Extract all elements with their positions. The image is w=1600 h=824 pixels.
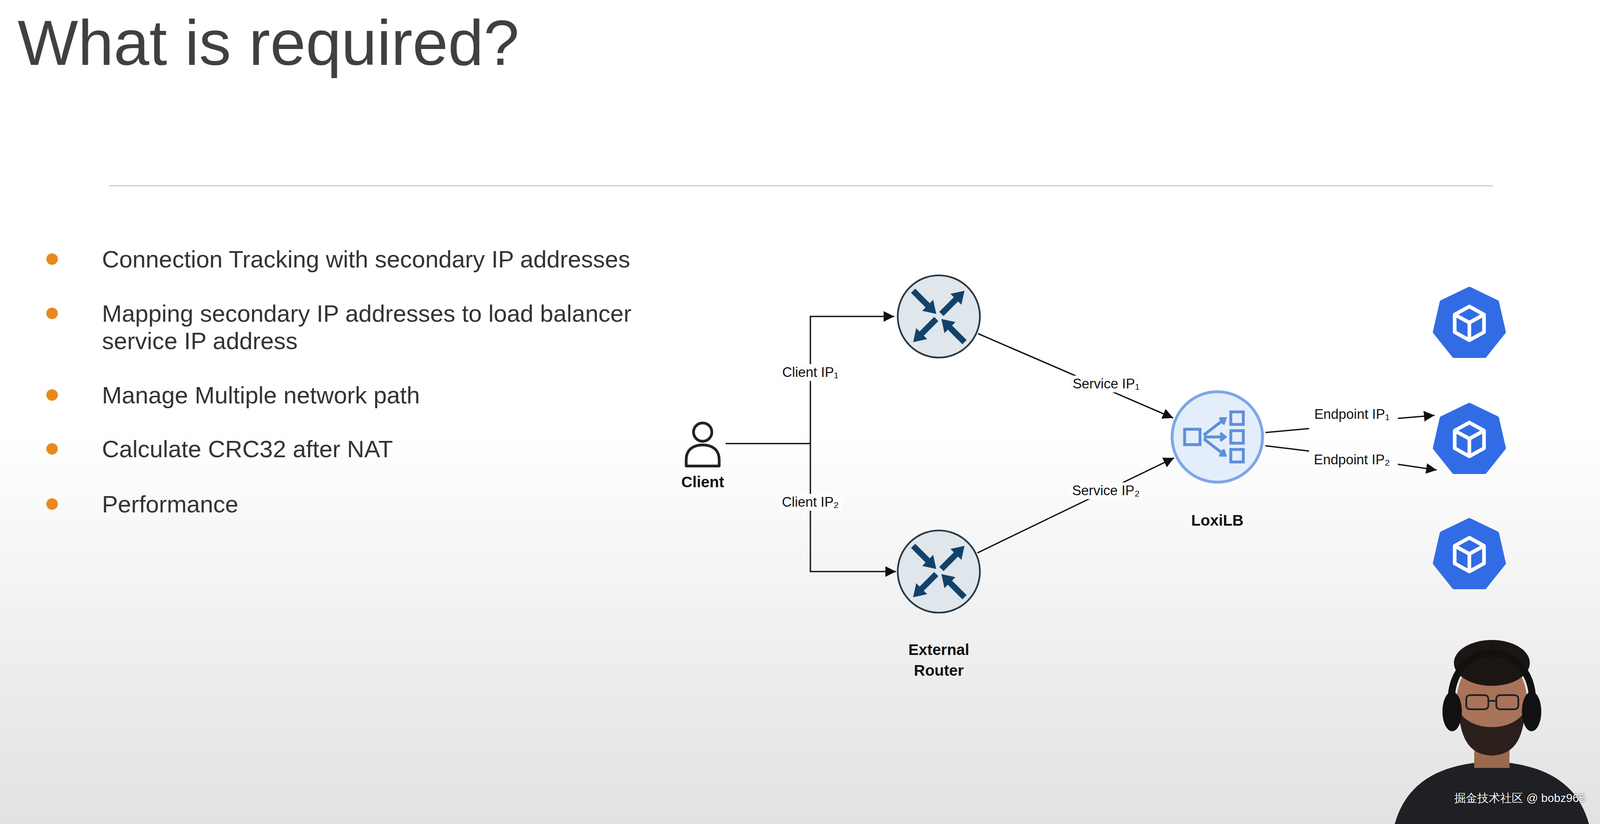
endpoint-wire	[1265, 445, 1310, 452]
speaker-glasses	[1466, 695, 1489, 710]
client-node: Client	[679, 419, 726, 468]
loadbalancer-square	[1231, 430, 1244, 444]
client-label: Client	[654, 471, 752, 493]
path-label: Service IP₂	[1069, 482, 1143, 500]
pod-heptagon	[1434, 289, 1504, 356]
bullet-dot	[46, 253, 58, 265]
path-label: Client IP₁	[779, 364, 842, 381]
loadbalancer-circle	[1172, 391, 1263, 483]
router-arrow	[920, 574, 937, 590]
router-arrow	[950, 290, 965, 305]
router-arrow	[941, 319, 956, 334]
pod-cube	[1454, 422, 1484, 456]
loadbalancer-symbol	[1169, 388, 1266, 486]
router-arrow	[941, 574, 956, 589]
router-arrow	[948, 581, 965, 598]
pod-icon	[1434, 289, 1504, 356]
speaker-beard	[1458, 710, 1525, 756]
speaker-shirt	[1394, 761, 1589, 824]
router-arrow	[922, 554, 937, 569]
speaker-glasses	[1496, 695, 1519, 710]
client-body	[686, 444, 720, 467]
watermark: 掘金技术社区 @ bobz965	[1454, 790, 1586, 806]
connector	[725, 443, 896, 572]
router-arrow	[941, 298, 957, 314]
speaker-glasses	[1488, 700, 1497, 702]
router-arrow	[913, 290, 929, 307]
client-symbol	[679, 419, 726, 468]
router-node: External Router	[896, 528, 982, 615]
router-arrow	[948, 326, 965, 343]
pod-icon	[1434, 405, 1504, 472]
router-circle	[897, 530, 980, 613]
endpoint-wire	[1397, 415, 1435, 419]
speaker-headphones	[1442, 691, 1462, 732]
router-arrow	[913, 545, 929, 562]
router-arrow	[913, 583, 928, 598]
pod-cube	[1454, 306, 1484, 340]
bullet-text: Calculate CRC32 after NAT	[101, 435, 703, 463]
speaker-headphones	[1521, 691, 1542, 732]
bullet-text: Performance	[101, 490, 703, 518]
path-label: Service IP₁	[1069, 375, 1143, 393]
loadbalancer-node: LoxiLB	[1169, 388, 1266, 486]
client-head	[693, 422, 712, 442]
loadbalancer-square	[1231, 449, 1244, 462]
endpoint-wire	[1397, 464, 1437, 471]
router-symbol	[897, 275, 980, 358]
loadbalancer-square	[1184, 429, 1201, 445]
loadbalancer-arrows	[1203, 418, 1225, 456]
pod-cube	[1454, 537, 1484, 572]
router-label: External Router	[894, 639, 983, 681]
connector	[977, 457, 1175, 553]
loadbalancer-label: LoxiLB	[1168, 509, 1266, 531]
service-path-wire	[978, 333, 1174, 418]
title-rule	[109, 185, 1493, 187]
router-arrow	[913, 327, 928, 343]
bullet-dot	[46, 443, 58, 455]
bullet-dot	[46, 307, 58, 320]
router-circle	[897, 275, 980, 358]
router-arrow	[920, 319, 937, 335]
pod-heptagon	[1434, 405, 1504, 472]
endpoint-label: Endpoint IP₁	[1311, 406, 1393, 423]
router-arrow	[922, 299, 937, 314]
speaker-headphones	[1451, 653, 1533, 707]
path-label: Client IP₂	[779, 493, 842, 511]
bullet-text: Mapping secondary IP addresses to load b…	[101, 299, 703, 355]
router-symbol	[896, 528, 982, 615]
bullet-dot	[46, 389, 58, 401]
router-arrow	[950, 545, 965, 561]
pod-icon	[1434, 520, 1504, 588]
bullet-text: Manage Multiple network path	[101, 381, 703, 409]
router-arrow	[941, 553, 957, 569]
endpoint-label: Endpoint IP₂	[1311, 451, 1393, 469]
slide-title: What is required?	[17, 4, 520, 82]
bullet-dot	[46, 498, 58, 510]
pod-heptagon	[1434, 520, 1504, 588]
speaker-video	[1394, 640, 1589, 824]
loadbalancer-square	[1231, 411, 1244, 425]
endpoint-wire	[1265, 428, 1310, 433]
bullet-text: Connection Tracking with secondary IP ad…	[101, 245, 703, 273]
